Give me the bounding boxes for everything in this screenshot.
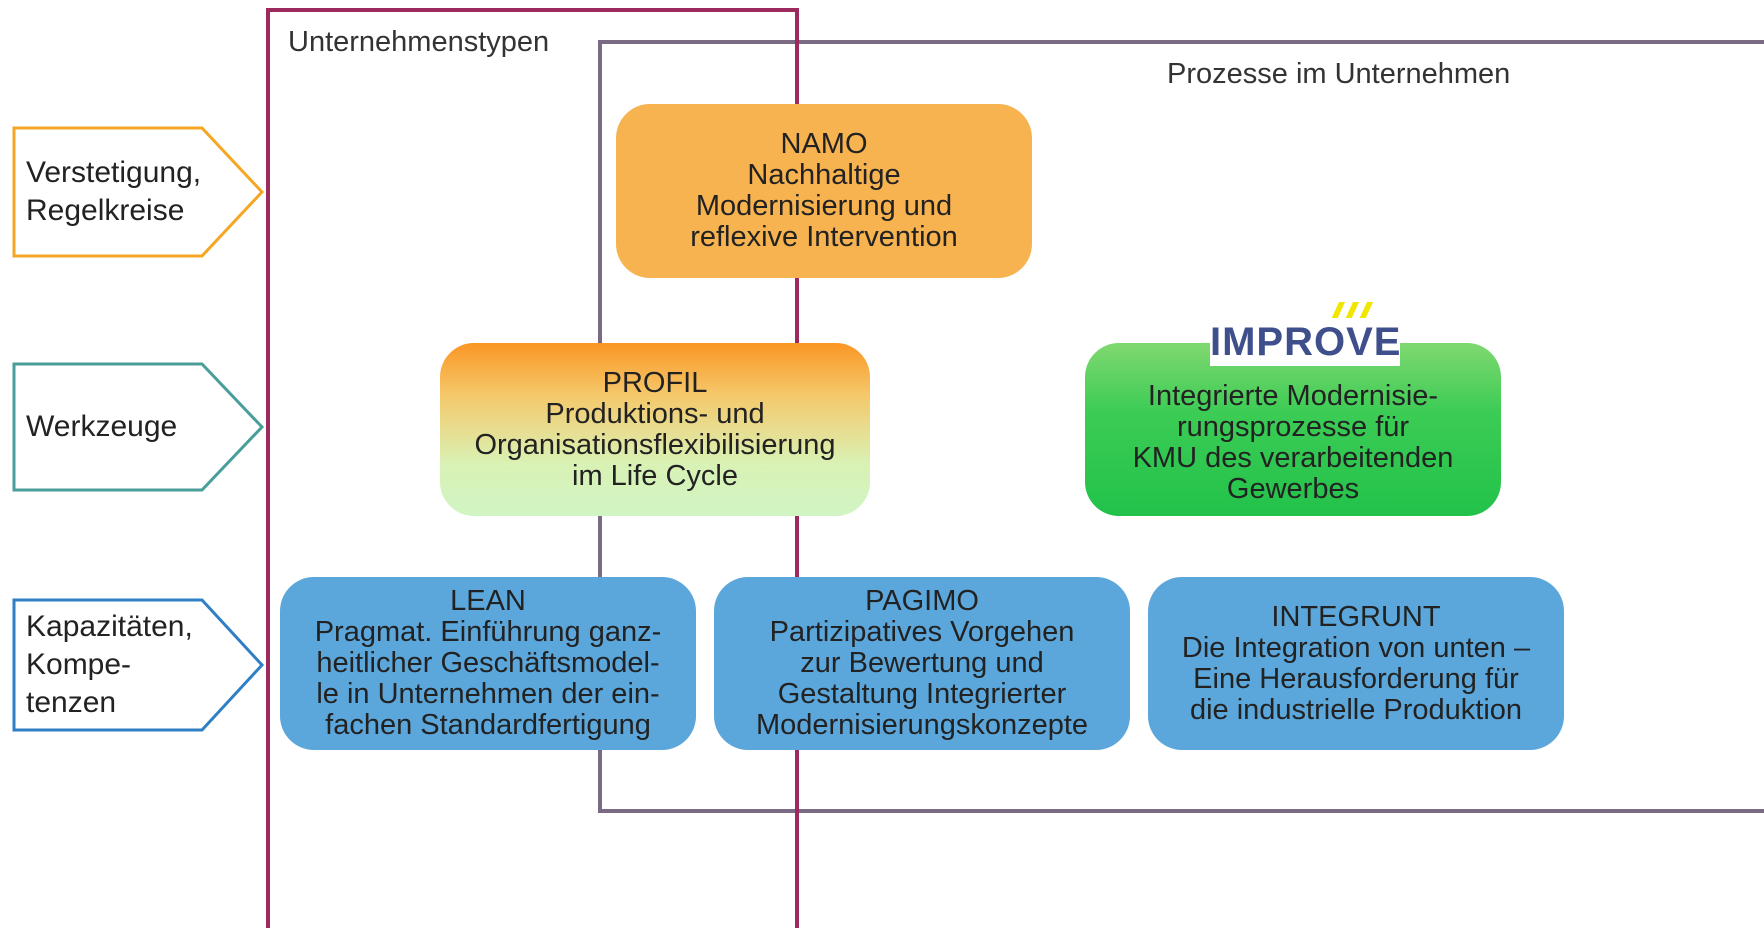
project-box-integrunt: INTEGRUNT Die Integration von unten – Ei…: [1148, 577, 1564, 750]
project-description-line: Organisationsflexibilisierung: [474, 428, 836, 461]
project-description-line: reflexive Intervention: [690, 221, 958, 253]
level-label-line: Regelkreise: [26, 194, 185, 227]
project-description-line: KMU des verarbeitenden: [1132, 441, 1454, 474]
project-description-line: Produktions- und: [545, 397, 765, 430]
project-description-line: im Life Cycle: [572, 459, 738, 492]
project-description-line: Modernisierung und: [695, 190, 953, 222]
process-label: Prozesse im Unternehmen: [1167, 58, 1511, 90]
level-label: Kapazitäten, Kompe- tenzen: [26, 608, 193, 722]
project-title: PROFIL: [602, 366, 708, 399]
level-label-line: Verstetigung,: [26, 156, 202, 189]
project-box-improve: Integrierte Modernisie- rungsprozesse fü…: [1085, 343, 1501, 516]
project-description-line: fachen Standardfertigung: [325, 709, 651, 741]
project-box-namo: NAMO Nachhaltige Modernisierung und refl…: [616, 104, 1032, 278]
chevron-shape: [12, 126, 265, 258]
level-chevron-verstetigung: Verstetigung, Regelkreise: [12, 126, 265, 258]
logo-plate: [1210, 318, 1400, 366]
improve-logo: IMPROVE: [1210, 298, 1400, 368]
level-label-line: Kompe-: [26, 648, 132, 681]
company-types-label: Unternehmenstypen: [288, 28, 558, 57]
level-label-line: Werkzeuge: [26, 410, 178, 443]
project-box-lean: LEAN Pragmat. Einführung ganz- heitliche…: [280, 577, 696, 750]
project-description-line: Gewerbes: [1226, 472, 1360, 505]
project-title: LEAN: [450, 585, 526, 617]
level-chevron-kapazitaeten: Kapazitäten, Kompe- tenzen: [12, 598, 265, 732]
level-label-line: Kapazitäten,: [26, 610, 193, 643]
chevron-shape: [12, 362, 265, 492]
project-description-line: Modernisierungskonzepte: [755, 709, 1089, 741]
project-description-line: Nachhaltige: [747, 159, 901, 191]
project-description-line: Integrierte Modernisie-: [1147, 379, 1439, 412]
level-label: Werkzeuge: [26, 408, 177, 446]
project-box-profil: PROFIL Produktions- und Organisationsfle…: [440, 343, 870, 516]
level-label: Verstetigung, Regelkreise: [26, 154, 201, 230]
project-box-pagimo: PAGIMO Partizipatives Vorgehen zur Bewer…: [714, 577, 1130, 750]
project-description-line: Pragmat. Einführung ganz-: [314, 616, 662, 648]
project-description-line: heitlicher Geschäftsmodel-: [316, 647, 660, 679]
project-description-line: rungsprozesse für: [1176, 410, 1410, 443]
project-description-line: Partizipatives Vorgehen: [769, 616, 1075, 648]
project-description-line: le in Unternehmen der ein-: [316, 678, 660, 710]
project-description-line: Gestaltung Integrierter: [777, 678, 1067, 710]
project-title: PAGIMO: [865, 585, 979, 617]
project-description-line: Die Integration von unten –: [1181, 631, 1531, 664]
project-description-line: Eine Herausforderung für: [1193, 662, 1519, 695]
chevron-shape: [12, 598, 265, 732]
project-description-line: zur Bewertung und: [800, 647, 1044, 679]
level-label-line: tenzen: [26, 686, 117, 719]
improve-logo-text: IMPROVE: [1210, 320, 1402, 364]
project-description-line: die industrielle Produktion: [1189, 693, 1523, 726]
project-title: INTEGRUNT: [1271, 600, 1441, 633]
project-title: NAMO: [780, 128, 868, 160]
level-chevron-werkzeuge: Werkzeuge: [12, 362, 265, 492]
